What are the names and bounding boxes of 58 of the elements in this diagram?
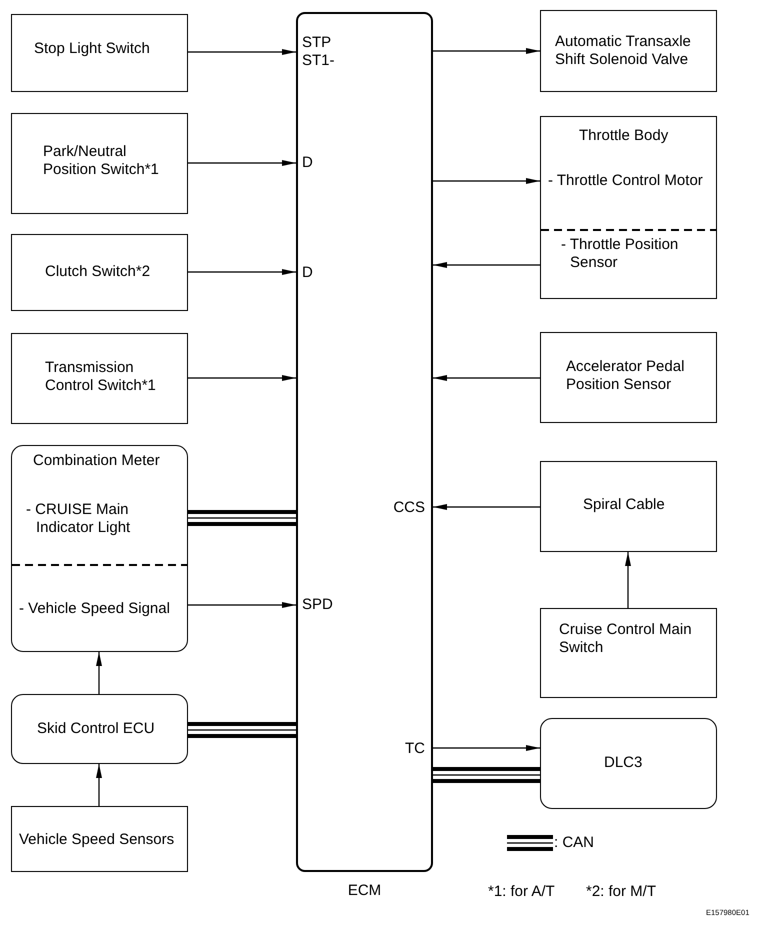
arrow [96,764,102,806]
node-heading: Throttle Body [579,127,668,145]
component-box [540,332,717,423]
bus-line [188,510,296,526]
arrow [433,262,540,268]
component-item: - Throttle Position Sensor [561,236,680,272]
legend-label: : CAN [554,834,594,852]
component-box [11,806,188,872]
node-label: Automatic Transaxle Shift Solenoid Valve [555,33,692,69]
node-label: Transmission Control Switch*1 [45,359,157,395]
node-label: Clutch Switch*2 [45,263,150,281]
arrow [188,49,296,55]
component-item: - Vehicle Speed Signal [19,600,170,618]
component-box [11,234,188,311]
arrow [433,745,540,751]
arrow [188,375,296,381]
pin-label: CCS [393,499,425,517]
arrow [188,602,296,608]
component-box [540,608,717,698]
component-box [540,116,717,299]
node-label: Park/Neutral Position Switch*1 [43,143,160,179]
component-box [540,461,717,552]
arrow [433,48,540,54]
arrow [625,552,631,608]
bus-line [433,767,540,783]
node-label: DLC3 [604,754,642,772]
component-box [11,445,188,652]
pin-label: STP [302,34,332,52]
arrow [188,160,296,166]
arrow [96,652,102,694]
node-heading: Combination Meter [33,452,160,470]
component-box [11,333,188,424]
bus-line [188,722,296,738]
node-label: Vehicle Speed Sensors [19,831,174,849]
node-label: Spiral Cable [583,496,665,514]
footnote: *1: for A/T [488,883,555,901]
component-box [540,10,717,92]
pin-label: ST1- [302,52,335,70]
component-box [11,14,188,92]
component-box [540,718,717,809]
pin-label: D [302,154,313,172]
node-label: Accelerator Pedal Position Sensor [566,358,686,394]
node-label: Stop Light Switch [34,40,150,58]
component-item: - CRUISE Main Indicator Light [26,501,132,537]
arrow [433,504,540,510]
pin-label: D [302,264,313,282]
arrow [433,178,540,184]
pin-label: TC [405,740,425,758]
component-box [11,694,188,764]
component-box [11,113,188,214]
node-label: Skid Control ECU [37,720,155,738]
footnote: *2: for M/T [586,883,656,901]
pin-label: SPD [302,596,333,614]
arrow [188,269,296,275]
node-label: ECM [348,882,382,900]
node-label: Cruise Control Main Switch [559,621,693,657]
component-item: - Throttle Control Motor [548,172,703,190]
arrow [433,375,540,381]
